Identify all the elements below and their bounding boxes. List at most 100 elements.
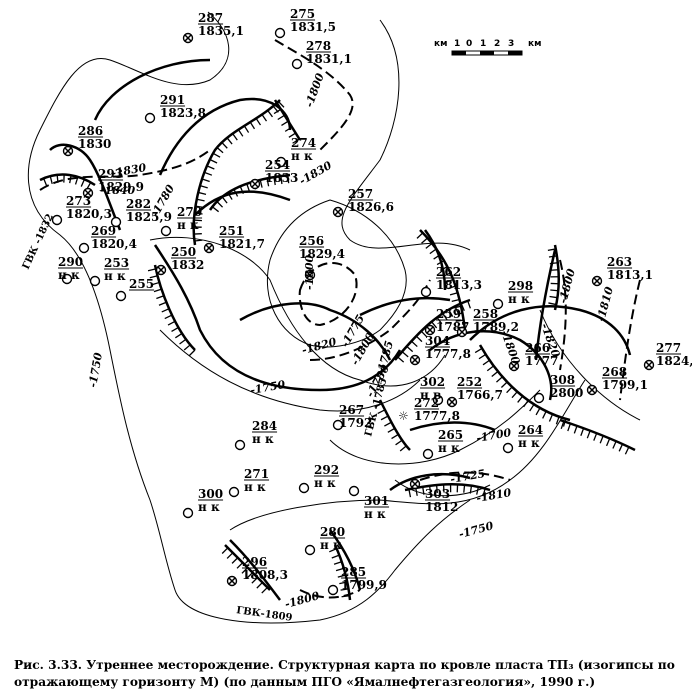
well-value: 1829,9 bbox=[98, 180, 144, 194]
fault-hachure bbox=[445, 278, 454, 283]
well-number: 286 bbox=[78, 124, 103, 138]
fault-hachure bbox=[548, 413, 554, 422]
well-icon bbox=[144, 112, 156, 124]
fault-hachure bbox=[216, 147, 224, 154]
fault-hachure bbox=[179, 338, 187, 345]
well-value: н к bbox=[314, 476, 336, 490]
fault-hachure bbox=[171, 326, 179, 333]
fault-line bbox=[192, 99, 281, 246]
well-value: н к bbox=[320, 538, 342, 552]
well-number: 304 bbox=[425, 334, 450, 348]
fault-hachure bbox=[476, 486, 480, 495]
fault-hachure bbox=[194, 239, 203, 242]
fault-hachure bbox=[199, 185, 208, 189]
fault-hachure bbox=[153, 288, 162, 293]
fault-hachure bbox=[201, 178, 210, 183]
scale-unit-left: км bbox=[434, 39, 447, 49]
well-number: 269 bbox=[91, 224, 116, 238]
well-number: 278 bbox=[306, 39, 331, 53]
fault-hachure bbox=[448, 309, 454, 317]
fault-hachure bbox=[542, 410, 547, 419]
fault-hachure bbox=[517, 395, 524, 403]
fault-hachure bbox=[380, 415, 389, 421]
fault-hachure bbox=[216, 201, 224, 208]
fault-hachure bbox=[287, 175, 290, 184]
contour-label: -1830 bbox=[110, 161, 147, 180]
contour-label: -1800 bbox=[498, 329, 522, 367]
bold-isolines bbox=[49, 58, 632, 601]
fault-hachure bbox=[80, 178, 86, 187]
well-number: 268 bbox=[602, 365, 627, 379]
fault-hachure bbox=[49, 175, 53, 185]
contour-label: -1800 bbox=[303, 254, 316, 290]
fault-hachure bbox=[567, 423, 572, 432]
fault-hachure bbox=[221, 196, 228, 204]
fault-hachure bbox=[281, 120, 289, 126]
well-icon bbox=[275, 156, 287, 168]
well-value: 1792 bbox=[339, 416, 372, 430]
well-value: 1825,9 bbox=[126, 210, 172, 224]
well-value: н к bbox=[291, 149, 313, 163]
fault-hachure bbox=[491, 370, 499, 377]
contour-label: -1840 bbox=[100, 184, 136, 197]
fault-hachure bbox=[335, 567, 344, 572]
fault-hachure bbox=[529, 403, 535, 412]
well-number: 258 bbox=[473, 307, 498, 321]
figure-caption: Рис. 3.33. Утреннее месторождение. Струк… bbox=[14, 658, 675, 689]
fault-hachure bbox=[273, 108, 282, 115]
dashed-isolines bbox=[39, 39, 641, 599]
fault-hachure bbox=[573, 425, 578, 434]
fault-hachure bbox=[161, 308, 170, 313]
fault-hachure bbox=[439, 266, 448, 271]
fault-hachure bbox=[421, 237, 428, 244]
well-number: 300 bbox=[198, 487, 223, 501]
fault-hachure bbox=[249, 121, 256, 130]
fault-hachure bbox=[429, 248, 437, 255]
well-value: н к bbox=[198, 500, 220, 514]
fault-hachure bbox=[193, 219, 202, 222]
well-icon bbox=[502, 442, 514, 454]
scale-tick-label: 1 bbox=[480, 39, 486, 49]
fault-hachure bbox=[451, 298, 460, 303]
fault-hachure bbox=[277, 114, 285, 121]
fault-hachure bbox=[425, 242, 433, 249]
contour-label: -1750 bbox=[457, 519, 495, 541]
contour-label: -1750 bbox=[86, 351, 105, 388]
well-icon bbox=[234, 439, 246, 451]
fault-hachure bbox=[74, 176, 79, 185]
fault-hachure bbox=[196, 198, 205, 202]
fault-hachure bbox=[239, 186, 244, 194]
well-number: 256 bbox=[299, 234, 324, 248]
fault-hachure bbox=[550, 289, 559, 292]
fault-hachure bbox=[586, 430, 591, 439]
fault-hachure bbox=[599, 435, 604, 444]
well-number: 252 bbox=[457, 375, 482, 389]
well-icon bbox=[348, 485, 360, 497]
fault-hachure bbox=[482, 488, 486, 497]
fault-hachure bbox=[340, 588, 349, 591]
well-value: 1831,5 bbox=[290, 20, 336, 34]
fault-hachure bbox=[406, 345, 414, 353]
well-value: н к bbox=[518, 436, 540, 450]
well-number: 263 bbox=[607, 255, 632, 269]
fault-hachure bbox=[241, 567, 249, 574]
fault-hachure bbox=[548, 302, 557, 306]
well-value: 1823,8 bbox=[160, 106, 206, 120]
well-icon bbox=[228, 486, 240, 498]
scale-tick-label: 1 bbox=[454, 39, 460, 49]
fault-hachure bbox=[256, 582, 263, 589]
fault-hachure bbox=[469, 485, 473, 494]
fault-hachure bbox=[341, 595, 350, 598]
